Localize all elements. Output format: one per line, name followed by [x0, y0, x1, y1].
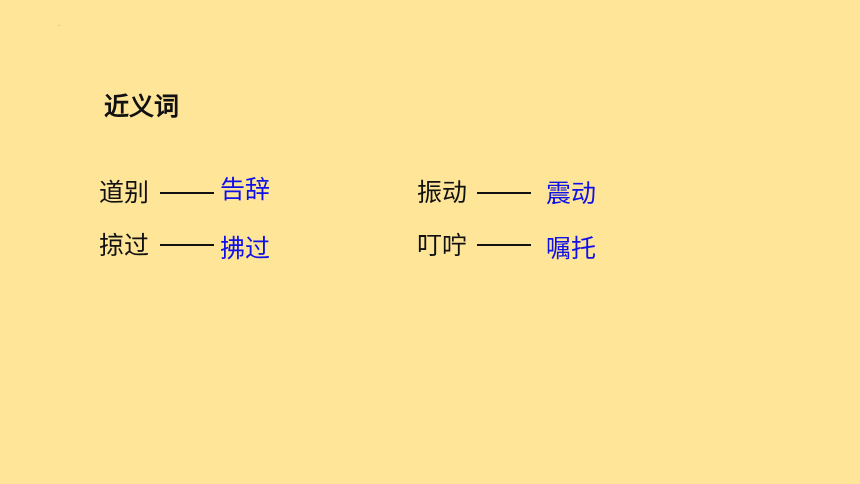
- pair-word-3: 振动: [417, 178, 468, 207]
- pair-dash-1: [160, 192, 214, 194]
- slide-marker: .: [58, 21, 60, 28]
- pair-dash-2: [160, 244, 214, 246]
- pair-answer-1: 告辞: [220, 175, 271, 204]
- pair-dash-4: [477, 244, 531, 246]
- pair-dash-3: [477, 192, 531, 194]
- pair-word-2: 掠过: [99, 231, 150, 260]
- pair-word-1: 道别: [99, 178, 150, 207]
- pair-answer-4: 嘱托: [546, 234, 597, 263]
- slide-title: 近义词: [104, 92, 180, 121]
- pair-answer-2: 拂过: [220, 234, 271, 263]
- pair-word-4: 叮咛: [417, 231, 468, 260]
- pair-answer-3: 震动: [546, 179, 597, 208]
